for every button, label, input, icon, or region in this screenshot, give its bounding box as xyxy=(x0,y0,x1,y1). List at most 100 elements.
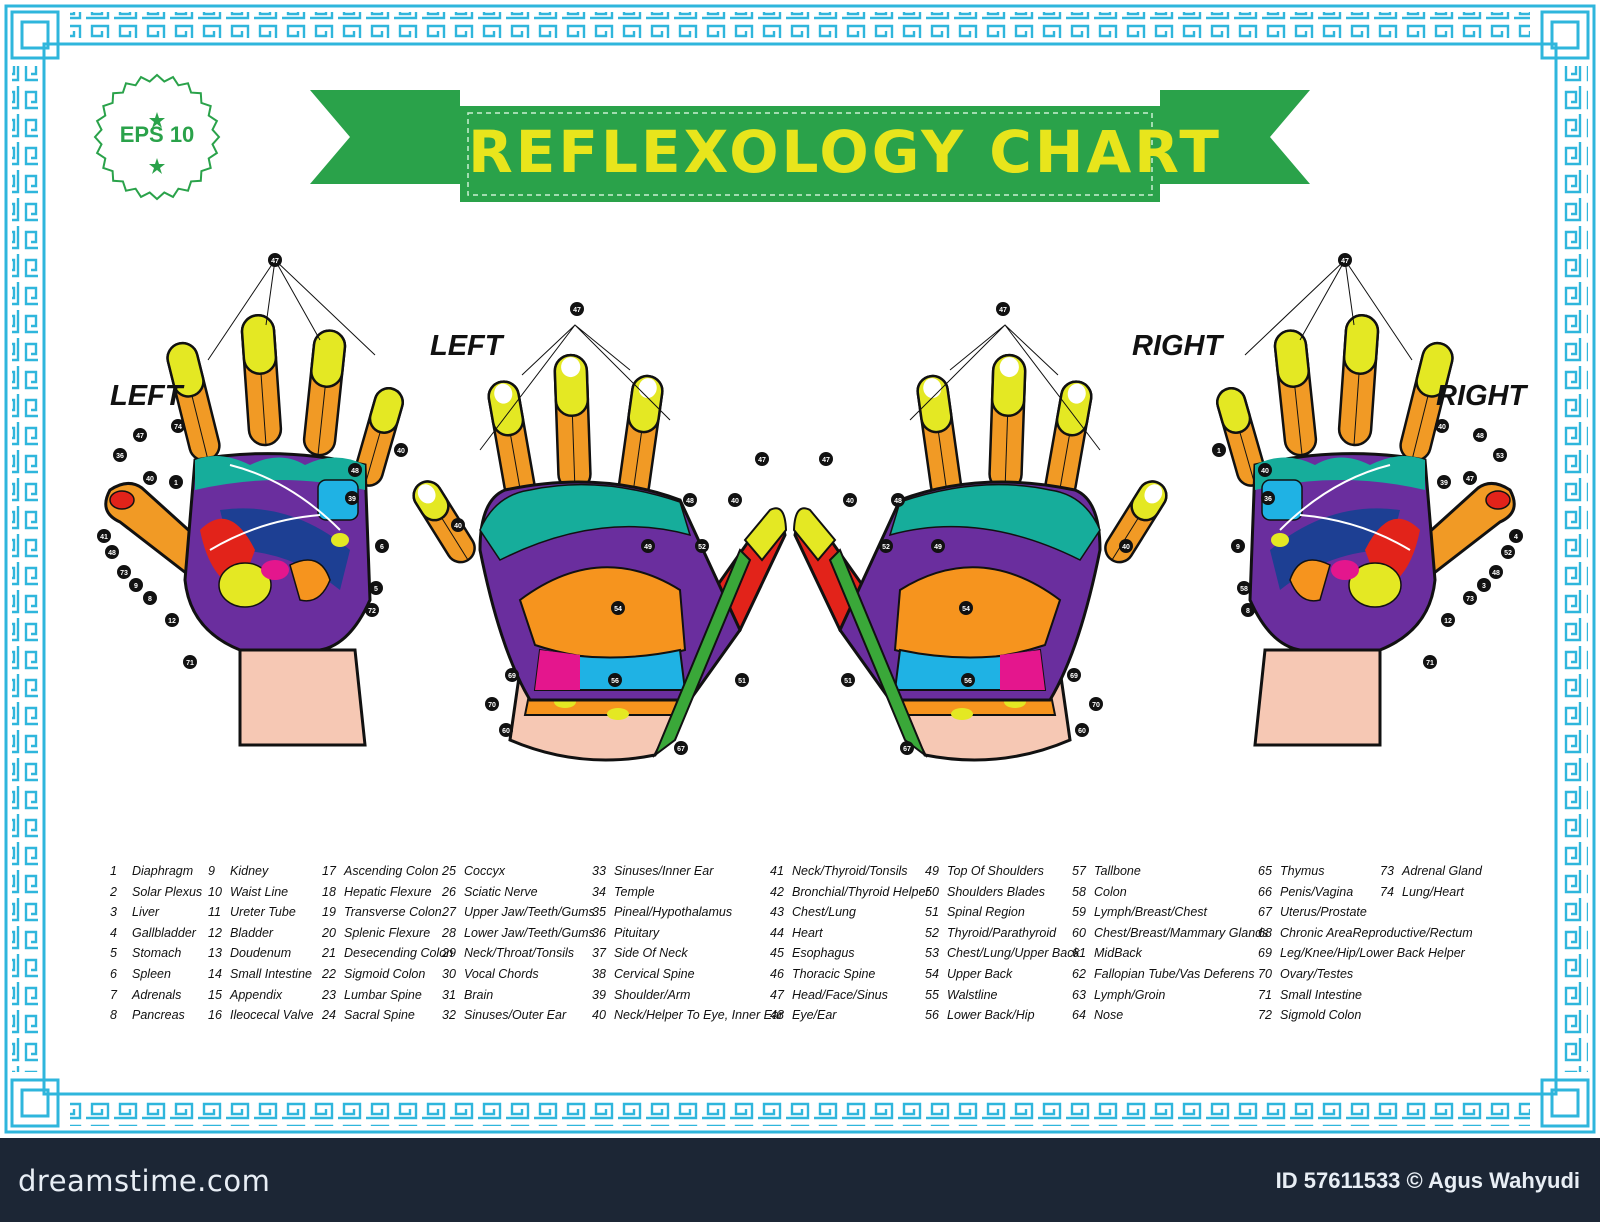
marker-label: 40 xyxy=(731,498,739,505)
hand-shape xyxy=(104,259,404,747)
wrist xyxy=(1253,648,1382,747)
marker-label: 71 xyxy=(186,660,194,667)
legend-label: Chest/Lung/Upper Back xyxy=(947,946,1080,961)
marker-label: 72 xyxy=(368,608,376,615)
legend-label: Tallbone xyxy=(1094,864,1141,878)
legend-label: Spleen xyxy=(132,966,171,981)
marker-label: 3 xyxy=(1482,583,1486,590)
legend-number: 40 xyxy=(592,1008,606,1023)
legend-number: 47 xyxy=(770,987,784,1002)
region-small-yellow xyxy=(1271,533,1289,547)
legend-label: Heart xyxy=(792,925,823,940)
marker-label: 36 xyxy=(1264,496,1272,503)
legend-number: 62 xyxy=(1072,966,1086,981)
legend-number: 44 xyxy=(770,925,784,940)
legend-number: 65 xyxy=(1258,864,1272,878)
marker-dot xyxy=(345,491,359,505)
marker-label: 47 xyxy=(271,258,279,265)
marker-label: 40 xyxy=(146,476,154,483)
wrist-dot xyxy=(951,708,973,720)
marker-label: 40 xyxy=(454,523,462,530)
marker-label: 52 xyxy=(1504,550,1512,557)
legend-number: 43 xyxy=(770,905,784,920)
finger xyxy=(617,374,664,502)
marker-label: 67 xyxy=(903,746,911,753)
marker-dot xyxy=(451,518,465,532)
legend-number: 7 xyxy=(110,987,117,1002)
marker-label: 49 xyxy=(644,544,652,551)
legend-label: Cervical Spine xyxy=(614,966,695,981)
marker-dot xyxy=(1435,419,1449,433)
legend-number: 9 xyxy=(208,864,215,878)
marker-label: 40 xyxy=(846,498,854,505)
legend-label: Upper Jaw/Teeth/Gums xyxy=(464,905,595,920)
legend-label: Vocal Chords xyxy=(464,966,539,981)
legend-number: 18 xyxy=(322,884,336,899)
marker-dot xyxy=(959,601,973,615)
legend-label: Head/Face/Sinus xyxy=(792,987,888,1002)
footer-image-id: ID 57611533 © Agus Wahyudi xyxy=(1275,1168,1580,1193)
meridian-line xyxy=(1279,464,1391,531)
legend-label: Chest/Lung xyxy=(792,905,856,920)
marker-dot xyxy=(485,697,499,711)
marker-dot xyxy=(1477,578,1491,592)
palm-band xyxy=(888,483,1101,561)
marker-label: 73 xyxy=(1466,596,1474,603)
marker-label: 52 xyxy=(698,544,706,551)
marker-label: 48 xyxy=(1476,433,1484,440)
marker-label: 47 xyxy=(999,307,1007,314)
legend-number: 72 xyxy=(1258,1008,1272,1023)
legend-number: 52 xyxy=(925,925,939,940)
finger xyxy=(1337,314,1380,447)
region-magenta xyxy=(1331,560,1359,580)
marker-dot xyxy=(608,673,622,687)
legend-label: Splenic Flexure xyxy=(344,925,431,940)
marker-label: 39 xyxy=(1440,480,1448,487)
footer-logo: dreamstime.com xyxy=(18,1164,271,1198)
legend-number: 33 xyxy=(592,864,606,878)
legend-number: 24 xyxy=(322,1008,336,1023)
meridian-line xyxy=(1299,514,1411,551)
marker-label: 40 xyxy=(1438,424,1446,431)
finger-line xyxy=(1294,386,1303,456)
legend-number: 63 xyxy=(1072,987,1086,1002)
finger xyxy=(1216,387,1267,487)
legend-number: 74 xyxy=(1380,884,1394,899)
finger-tip xyxy=(310,329,347,388)
legend-number: 12 xyxy=(208,925,222,940)
legend-number: 5 xyxy=(110,946,117,961)
finger-line xyxy=(317,386,326,456)
finger-line xyxy=(1004,415,1009,491)
marker-dot xyxy=(1119,539,1133,553)
legend-label: Neck/Thyroid/Tonsils xyxy=(792,864,908,878)
title-banner xyxy=(310,90,1310,202)
legend-label: Brain xyxy=(464,987,494,1002)
legend-number: 66 xyxy=(1258,884,1272,899)
finger-line xyxy=(260,373,267,446)
leader-lines xyxy=(479,324,671,451)
marker-label: 12 xyxy=(168,618,176,625)
marker-dot xyxy=(143,471,157,485)
right-back-label: RIGHT xyxy=(1436,380,1527,412)
marker-dot xyxy=(1212,443,1226,457)
marker-label: 54 xyxy=(962,606,970,613)
marker-label: 47 xyxy=(1341,258,1349,265)
legend-label: Top Of Shoulders xyxy=(947,864,1044,878)
